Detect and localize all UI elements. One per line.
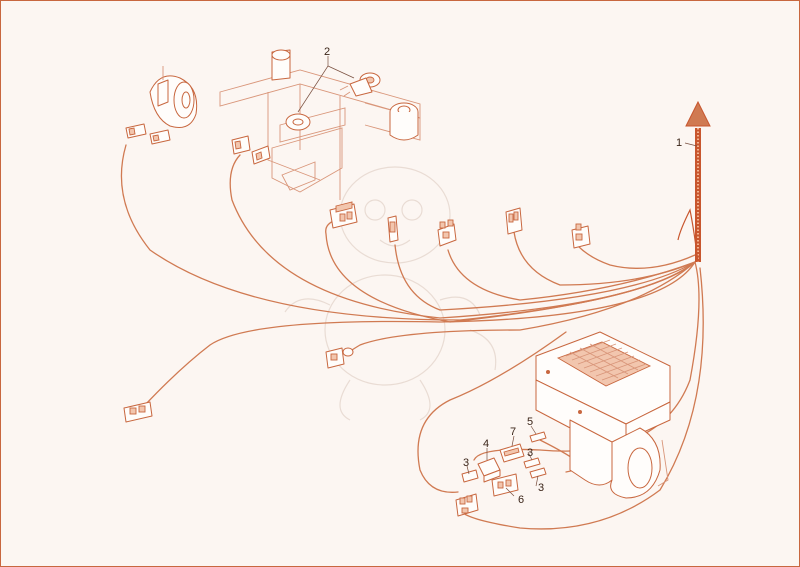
wire-bundle [120,144,704,530]
callout-6: 6 [518,494,524,506]
main-harness-trunk [677,128,701,263]
fuse-3-right-bottom [529,467,547,479]
fuse-5 [529,431,547,443]
connector-6 [491,473,519,497]
callout-3-right-top: 3 [527,447,533,459]
fuse-3-right-top [523,457,541,469]
horn-icon [149,66,198,128]
ignition-switch-icon [339,72,381,97]
callout-3-right-bottom: 3 [538,482,544,494]
leader-lines [297,56,698,497]
connector-bottom [455,493,479,517]
connector-b [387,215,399,243]
relay-7 [499,443,525,463]
connector-c [437,219,457,247]
battery-box [535,331,671,499]
connector-switch [231,135,271,165]
callout-2: 2 [324,46,330,58]
connector-left [123,401,153,423]
connector-horn [125,123,171,145]
callout-1: 1 [676,137,682,149]
fuse-3-left [461,469,479,483]
harness-arrowhead-icon [685,100,711,127]
fuse-holder-4 [477,457,501,483]
callout-5: 5 [527,416,533,428]
frame-bracket [219,49,421,200]
callout-3-left: 3 [463,457,469,469]
callout-7: 7 [510,426,516,438]
callout-4: 4 [483,438,489,450]
connector-a [329,201,358,229]
connector-e [571,223,591,249]
connector-d [505,207,523,235]
connector-sensor [325,347,354,369]
watermark-mascot-icon [284,166,497,421]
